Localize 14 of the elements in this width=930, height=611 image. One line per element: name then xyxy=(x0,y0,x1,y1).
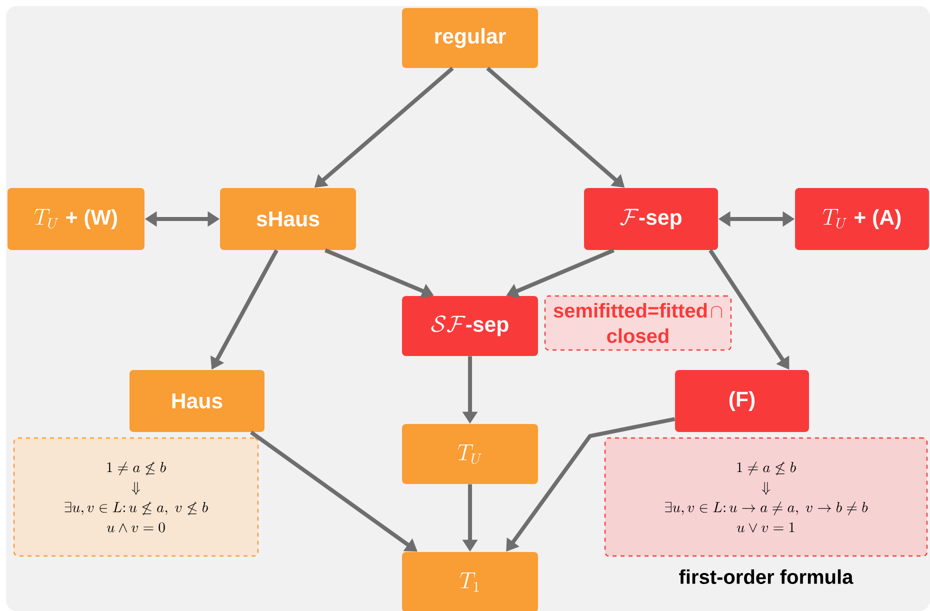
process-box: $\mathcal{SF}\textbf{-sep}$ xyxy=(402,296,538,356)
process-box: $T_U\ \textbf{+ (W)}$ xyxy=(8,188,144,250)
process-box: $T_1$ xyxy=(402,552,538,611)
process-box: sHaus xyxy=(220,188,356,250)
process-box: (F) xyxy=(675,370,810,432)
process-box: $T_U$ xyxy=(402,424,538,484)
process-box: $T_U\ \textbf{+ (A)}$ xyxy=(795,188,930,250)
process-box: $\mathcal{F}\textbf{-sep}$ xyxy=(584,188,718,250)
formula-box: $1 \neq a \not\leq b$ $\Downarrow$ $\exists u,v \in L\colon u \to a \neq a,\ v \to b \neq b$ $u \vee v = 1$ xyxy=(604,437,928,557)
process-box: regular xyxy=(402,8,538,68)
process-box: Haus xyxy=(130,370,264,432)
formula-box: $1 \neq a \not\leq b$ $\Downarrow$ $\exists u,v \in L\colon u \not\leq a,\ v \not\leq b$ $u \wedge v = 0$ xyxy=(13,437,259,557)
node-label: first-order formula xyxy=(679,569,854,584)
note-box: $\textbf{semifitted=fitted} \cap \textbf{closed}$ xyxy=(544,295,732,351)
